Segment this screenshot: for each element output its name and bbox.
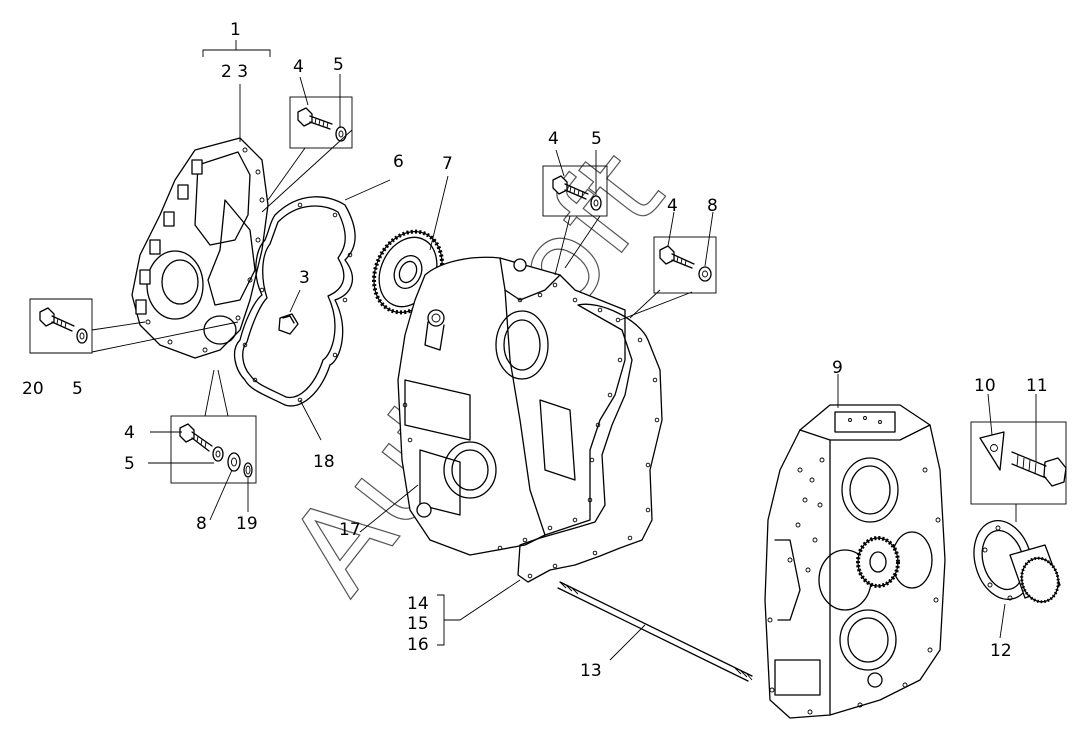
bolt-4-top <box>297 107 347 142</box>
shaft-13 <box>557 581 753 682</box>
label-1: 1 <box>230 20 241 40</box>
label-10: 10 <box>974 376 996 396</box>
part-labels: 1 2 3 4 5 6 7 4 5 4 8 3 20 5 4 5 8 19 18… <box>22 20 1048 681</box>
label-4-mid: 4 <box>548 129 559 149</box>
label-7: 7 <box>442 154 453 174</box>
plug-3 <box>278 313 299 335</box>
leader-lines <box>91 40 1037 661</box>
label-16: 16 <box>407 635 429 655</box>
label-4-right: 4 <box>667 196 678 216</box>
hub-12 <box>973 520 1061 604</box>
label-13: 13 <box>580 661 602 681</box>
bolt-4-right <box>659 245 712 282</box>
label-18: 18 <box>313 452 335 472</box>
rear-gear <box>856 536 900 588</box>
label-6: 6 <box>393 152 404 172</box>
label-14: 14 <box>407 594 429 614</box>
housing-gasket <box>517 303 663 583</box>
label-8-lower: 8 <box>196 514 207 534</box>
label-3: 3 <box>299 268 310 288</box>
tab-washer-10 <box>979 431 1005 471</box>
label-12: 12 <box>990 641 1012 661</box>
label-5-left: 5 <box>72 379 83 399</box>
label-9: 9 <box>832 358 843 378</box>
bolt-11 <box>1011 451 1067 487</box>
main-housing <box>397 256 626 556</box>
gasket-18 <box>233 196 356 407</box>
label-5-top: 5 <box>333 55 344 75</box>
label-20: 20 <box>22 379 44 399</box>
callout-boxes <box>29 96 1067 505</box>
cover-teeth <box>135 159 203 315</box>
front-cover <box>131 137 269 359</box>
label-4-lower: 4 <box>124 423 135 443</box>
label-11: 11 <box>1026 376 1048 396</box>
label-5-lower: 5 <box>124 454 135 474</box>
label-19: 19 <box>236 514 258 534</box>
label-8-right: 8 <box>707 196 718 216</box>
label-4-top: 4 <box>293 57 304 77</box>
bolt-20 <box>39 307 88 344</box>
label-2-3: 2 3 <box>221 62 248 82</box>
label-17: 17 <box>339 520 361 540</box>
label-5-mid: 5 <box>591 129 602 149</box>
label-15: 15 <box>407 614 429 634</box>
rear-housing-9 <box>764 404 946 719</box>
bolt-4-lower <box>179 423 253 478</box>
